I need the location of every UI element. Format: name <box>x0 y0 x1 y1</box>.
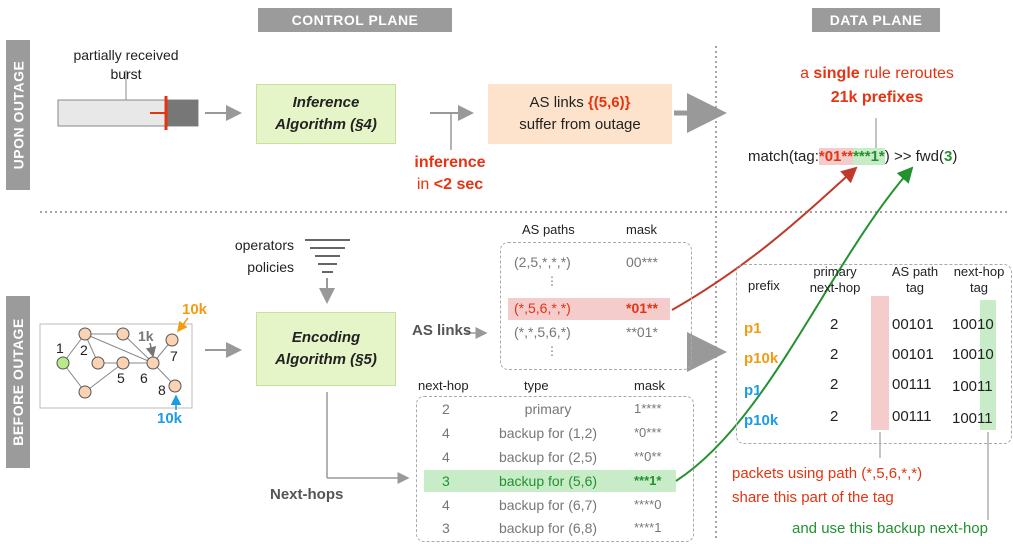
inference-algorithm-box: Inference Algorithm (§4) <box>256 84 396 144</box>
nh-row-mask: ****0 <box>634 497 662 512</box>
dp-row-tag: 10011 <box>952 410 993 427</box>
encoding-algorithm-box: Encoding Algorithm (§5) <box>256 312 396 386</box>
dp-row-tag: 10010 <box>952 316 994 333</box>
as-row-ellipsis: ⋮ <box>546 274 558 288</box>
annotation-10k-bottom: 10k <box>157 410 183 427</box>
node-label-1: 1 <box>56 340 64 356</box>
as-row-path: (*,*,5,6,*) <box>514 324 571 340</box>
nh-row-mask-highlight: ***1* <box>634 473 662 488</box>
dp-row-nh: 2 <box>830 346 839 363</box>
next-hop-panel <box>416 396 694 542</box>
match-rule: match(tag:*01*****1*) >> fwd(3) <box>748 148 958 165</box>
dp-row-tag: 10011 <box>952 378 993 395</box>
dp-header-prefix: prefix <box>748 278 780 293</box>
dp-row-as: 00101 <box>892 346 934 363</box>
single-rule-note: a single rule reroutes 21k prefixes <box>800 65 954 106</box>
outage-result-box: AS links {(5,6)} suffer from outage <box>488 84 672 144</box>
annotation-1k: 1k <box>138 328 154 344</box>
backup-note: and use this backup next-hop <box>792 520 988 537</box>
as-paths-header: AS paths <box>522 222 575 237</box>
operators-policies-label: operators policies <box>234 237 294 275</box>
dp-row-as: 00111 <box>892 376 932 393</box>
dp-row-prefix: p10k <box>744 350 779 367</box>
as-row-path: (2,5,*,*,*) <box>514 254 571 270</box>
nh-header-nexthop: next-hop <box>418 378 469 393</box>
nh-row-hop: 4 <box>442 449 450 465</box>
dp-row-nh: 2 <box>830 316 839 333</box>
nh-row-type-highlight: backup for (5,6) <box>498 473 598 489</box>
nh-header-mask: mask <box>634 378 666 393</box>
node-label-8: 8 <box>158 382 166 398</box>
node-label-2: 2 <box>80 342 88 358</box>
dp-header-nexthop: next-hop tag <box>953 264 1005 295</box>
nh-row-hop: 4 <box>442 425 450 441</box>
node-label-7: 7 <box>170 348 178 364</box>
as-row-mask: **01* <box>626 324 658 340</box>
nh-row-type: primary <box>524 401 572 417</box>
dp-row-as: 00101 <box>892 316 934 333</box>
as-paths-panel <box>500 242 692 370</box>
data-plane-header: DATA PLANE <box>812 8 940 32</box>
nh-row-hop-highlight: 3 <box>442 473 450 489</box>
nh-row-mask: 1**** <box>634 401 662 416</box>
as-row-ellipsis: ⋮ <box>546 344 558 358</box>
data-plane-table-panel <box>736 264 1012 444</box>
as-mask-header: mask <box>626 222 658 237</box>
nh-header-type: type <box>524 378 549 393</box>
dp-header-primary: primary next-hop <box>809 264 861 295</box>
dp-header-aspath: AS path tag <box>891 264 939 295</box>
dp-row-prefix: p1 <box>744 382 762 399</box>
as-row-path-highlight: (*,5,6,*,*) <box>514 300 571 316</box>
as-row-mask-highlight: *01** <box>626 300 658 316</box>
nh-row-type: backup for (1,2) <box>498 425 598 441</box>
burst-label: partially received burst <box>73 47 179 82</box>
nh-row-type: backup for (2,5) <box>498 449 598 465</box>
nh-row-mask: *0*** <box>634 425 662 440</box>
inference-timing: inference in <2 sec <box>414 154 486 193</box>
dp-row-prefix: p1 <box>744 320 762 337</box>
dp-row-prefix: p10k <box>744 412 779 429</box>
nh-row-mask: ****1 <box>634 520 662 535</box>
as-links-label: AS links <box>412 322 472 339</box>
dp-row-as: 00111 <box>892 408 932 425</box>
dp-row-nh: 2 <box>830 408 839 425</box>
dp-row-tag: 10010 <box>952 346 994 363</box>
nh-row-hop: 3 <box>442 520 450 536</box>
nh-row-hop: 4 <box>442 497 450 513</box>
before-outage-band: BEFORE OUTAGE <box>6 296 30 468</box>
packets-note: packets using path (*,5,6,*,*) share thi… <box>732 465 923 506</box>
nh-row-type: backup for (6,7) <box>498 497 598 513</box>
as-row-mask: 00*** <box>626 254 658 270</box>
next-hops-label: Next-hops <box>270 486 344 503</box>
node-label-5: 5 <box>117 370 125 386</box>
nh-row-type: backup for (6,8) <box>498 520 598 536</box>
nh-row-mask: **0** <box>634 449 662 464</box>
control-plane-header: CONTROL PLANE <box>258 8 452 32</box>
dp-row-nh: 2 <box>830 376 839 393</box>
node-label-6: 6 <box>140 370 148 386</box>
upon-outage-band: UPON OUTAGE <box>6 40 30 190</box>
annotation-10k-top: 10k <box>182 301 208 318</box>
nh-row-hop: 2 <box>442 401 450 417</box>
